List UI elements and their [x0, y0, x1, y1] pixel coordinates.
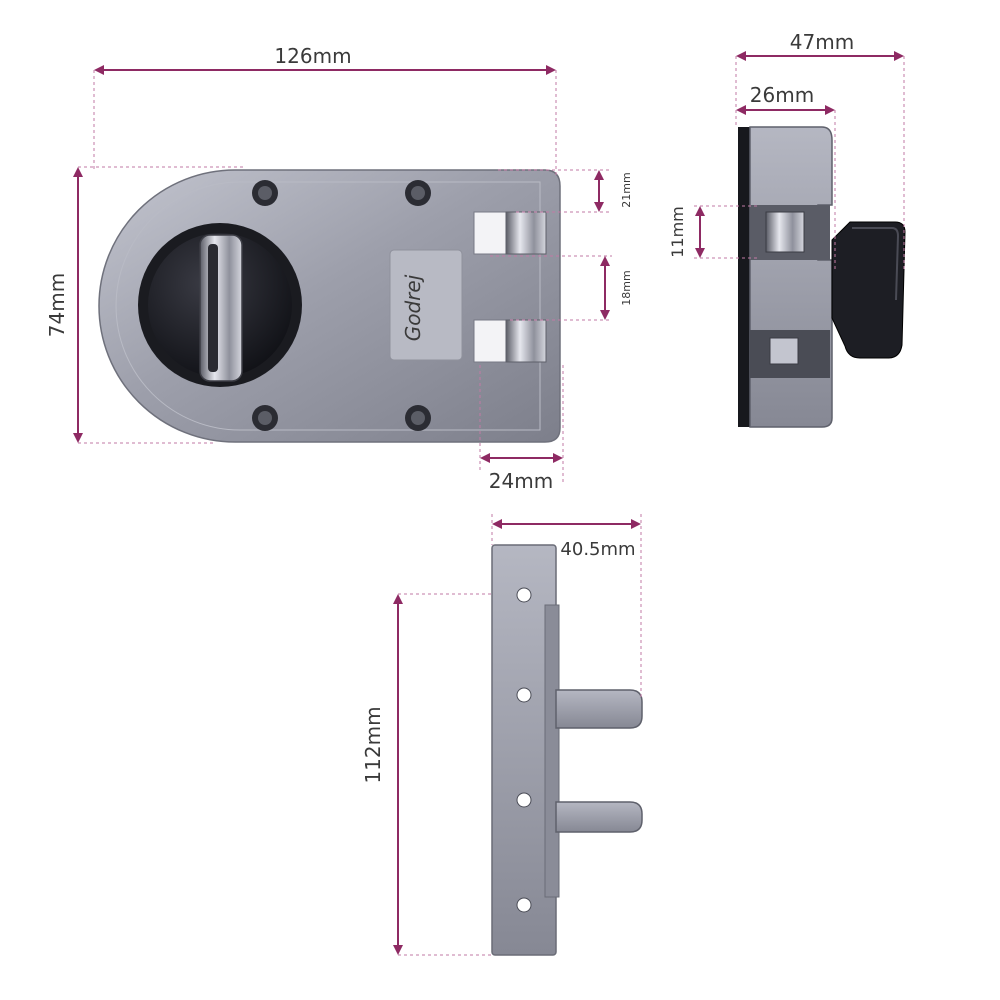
striker-dimensions: 40.5mm 112mm [361, 514, 642, 956]
height-label: 74mm [45, 273, 69, 337]
latch-bolt-lower [473, 319, 547, 363]
bolt-height-label: 11mm [668, 206, 687, 258]
latch-bolt-upper [473, 211, 547, 255]
striker-hole [516, 897, 532, 913]
striker-hole [516, 587, 532, 603]
screw-hole [405, 405, 431, 431]
bolt-projection-label: 24mm [489, 469, 553, 493]
lock-body-bevel [115, 181, 541, 431]
striker-flange [544, 604, 560, 898]
screw-hole [252, 180, 278, 206]
striker-depth-label: 40.5mm [560, 539, 635, 560]
side-dimensions: 47mm 26mm 11mm [668, 30, 905, 272]
front-dimensions: 126mm 74mm 21mm 18mm 24mm [45, 44, 633, 493]
striker-keeper-upper [555, 689, 643, 729]
front-view: Godrej [98, 169, 561, 443]
side-backplate [738, 127, 752, 427]
striker-hole [516, 792, 532, 808]
side-body [749, 126, 833, 428]
brand-plate [389, 249, 463, 361]
side-lower-bolt [769, 337, 799, 365]
side-knob [831, 221, 906, 359]
screw-hole [252, 405, 278, 431]
bolt-gap-label: 18mm [620, 270, 633, 305]
width-label: 126mm [274, 44, 351, 68]
turn-knob [138, 223, 302, 387]
brand-mark: Godrej [401, 274, 425, 341]
striker-plate-view [491, 544, 643, 956]
screw-hole [405, 180, 431, 206]
bolt-offset-label: 21mm [620, 172, 633, 207]
side-view [738, 126, 906, 428]
side-bolt [765, 211, 805, 253]
striker-keeper-lower [555, 801, 643, 833]
total-depth-label: 47mm [790, 30, 854, 54]
striker-height-label: 112mm [361, 706, 385, 783]
striker-hole [516, 687, 532, 703]
body-depth-label: 26mm [750, 83, 814, 107]
